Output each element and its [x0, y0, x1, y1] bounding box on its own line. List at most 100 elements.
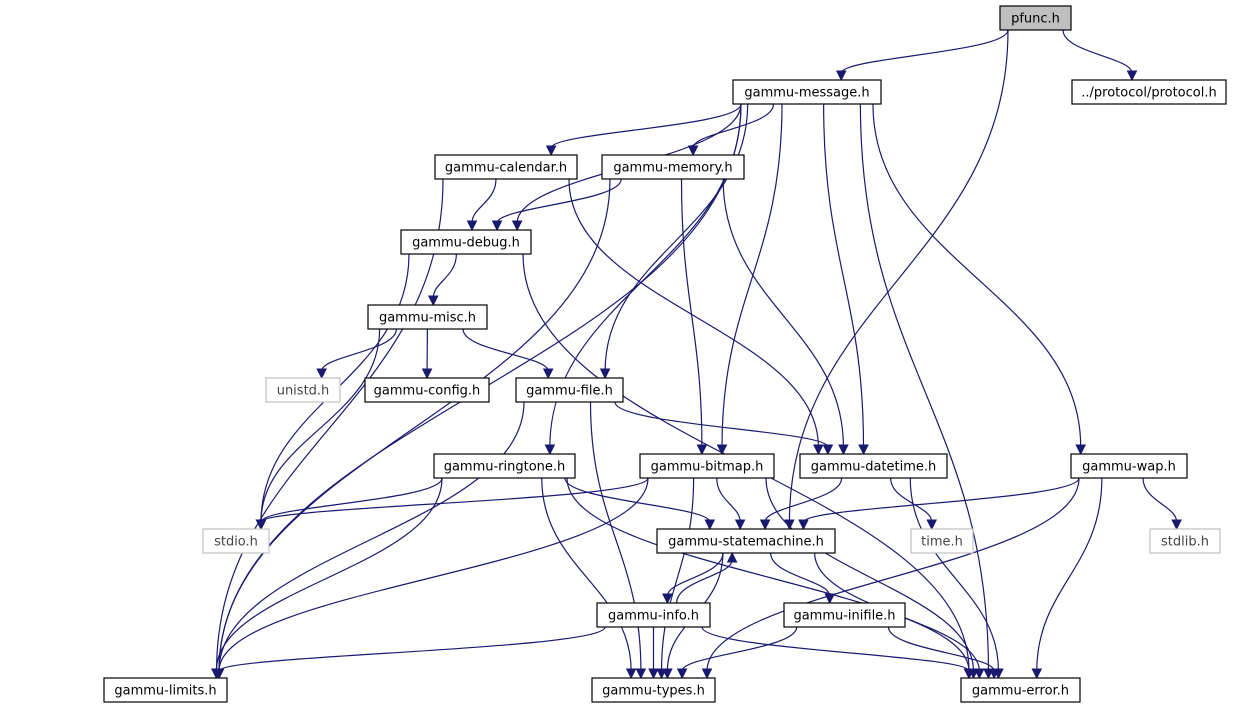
node-label-config: gammu-config.h [374, 384, 481, 399]
arrowhead-statemachine-to-error [974, 668, 985, 680]
node-statemachine[interactable]: gammu-statemachine.h [656, 528, 836, 554]
node-ringtone[interactable]: gammu-ringtone.h [433, 453, 576, 479]
edge-datetime-to-statemachine [764, 477, 843, 523]
edge-calendar-to-debug [471, 178, 497, 224]
arrowhead-message-to-debug [511, 220, 523, 232]
node-label-statemachine: gammu-statemachine.h [668, 535, 824, 550]
arrowhead-message-to-wap [1075, 444, 1087, 456]
node-label-file: gammu-file.h [526, 384, 613, 399]
node-box-calendar [434, 154, 578, 180]
node-memory[interactable]: gammu-memory.h [601, 154, 745, 180]
node-box-stdio [202, 528, 270, 554]
node-label-misc: gammu-misc.h [379, 311, 476, 326]
edge-message-to-wap [872, 103, 1082, 448]
node-label-pfunc: pfunc.h [1011, 12, 1060, 27]
edge-wap-to-stdlib [1142, 477, 1178, 523]
edge-inifile-to-error [887, 626, 995, 672]
node-pfunc[interactable]: pfunc.h [999, 5, 1072, 31]
node-misc[interactable]: gammu-misc.h [367, 304, 488, 330]
edge-info-to-error [701, 626, 970, 672]
node-inifile[interactable]: gammu-inifile.h [783, 602, 906, 628]
node-box-error [960, 677, 1081, 703]
node-protocol[interactable]: ../protocol/protocol.h [1071, 79, 1227, 105]
node-label-inifile: gammu-inifile.h [793, 609, 895, 624]
edge-wap-to-error [1036, 477, 1103, 672]
edge-message-to-error [859, 103, 990, 672]
edge-ringtone-to-error [566, 477, 970, 672]
edge-misc-to-unistd [321, 328, 397, 372]
node-info[interactable]: gammu-info.h [596, 602, 711, 628]
node-box-limits [103, 677, 228, 703]
node-error[interactable]: gammu-error.h [960, 677, 1081, 703]
arrowhead-pfunc-to-statemachine [784, 519, 795, 531]
node-label-info: gammu-info.h [608, 609, 699, 624]
edge-memory-to-limits [218, 178, 611, 672]
node-unistd: unistd.h [265, 377, 341, 403]
arrowhead-wap-to-types [701, 668, 713, 680]
edge-wap-to-types [706, 477, 1080, 672]
edge-bitmap-to-limits [218, 477, 649, 672]
node-box-misc [367, 304, 488, 330]
edge-datetime-to-time [890, 477, 933, 523]
node-types[interactable]: gammu-types.h [591, 677, 716, 703]
edge-datetime-to-error [909, 477, 1000, 672]
node-box-memory [601, 154, 745, 180]
node-label-ringtone: gammu-ringtone.h [444, 460, 566, 475]
arrowhead-bitmap-to-statemachine [734, 519, 746, 531]
node-label-datetime: gammu-datetime.h [811, 460, 937, 475]
node-box-types [591, 677, 716, 703]
edge-ringtone-to-types [541, 477, 632, 672]
arrowhead-pfunc-to-protocol [1126, 70, 1138, 82]
arrowhead-inifile-to-types [676, 668, 688, 680]
edges-layer [211, 29, 1182, 680]
edge-file-to-datetime [614, 401, 829, 448]
arrowhead-message-to-file [599, 368, 611, 380]
edge-message-to-datetime [823, 103, 865, 448]
node-wap[interactable]: gammu-wap.h [1070, 453, 1188, 479]
edge-file-to-limits [218, 401, 525, 672]
arrowhead-message-to-calendar [545, 145, 557, 157]
node-label-protocol: ../protocol/protocol.h [1081, 86, 1216, 101]
edge-ringtone-to-limits [215, 477, 443, 672]
arrowhead-bitmap-to-stdio [255, 519, 267, 531]
node-debug[interactable]: gammu-debug.h [400, 229, 532, 255]
edge-message-to-calendar [550, 103, 742, 149]
node-time: time.h [910, 528, 974, 554]
edge-message-to-memory [692, 103, 775, 149]
node-box-datetime [799, 453, 948, 479]
arrowhead-wap-to-stdlib [1171, 519, 1182, 531]
node-bitmap[interactable]: gammu-bitmap.h [639, 453, 775, 479]
node-label-stdio: stdio.h [214, 535, 258, 550]
arrowhead-ringtone-to-types [625, 668, 637, 680]
node-box-info [596, 602, 711, 628]
edge-misc-to-stdio [260, 328, 381, 523]
node-limits[interactable]: gammu-limits.h [103, 677, 228, 703]
edge-info-to-limits [218, 626, 606, 672]
node-label-limits: gammu-limits.h [114, 684, 216, 699]
node-label-calendar: gammu-calendar.h [445, 161, 567, 176]
edge-misc-to-file [462, 328, 549, 372]
node-label-message: gammu-message.h [744, 86, 869, 101]
edge-inifile-to-types [681, 626, 798, 672]
node-datetime[interactable]: gammu-datetime.h [799, 453, 948, 479]
node-label-wap: gammu-wap.h [1082, 460, 1176, 475]
node-box-file [515, 377, 624, 403]
node-label-bitmap: gammu-bitmap.h [651, 460, 764, 475]
edge-bitmap-to-error [765, 477, 975, 672]
node-calendar[interactable]: gammu-calendar.h [434, 154, 578, 180]
arrowhead-memory-to-bitmap [696, 444, 708, 456]
edge-ringtone-to-stdio [260, 477, 443, 523]
arrowhead-misc-to-unistd [316, 368, 327, 380]
node-config[interactable]: gammu-config.h [364, 377, 490, 403]
arrowhead-memory-to-debug [491, 220, 503, 232]
arrowhead-misc-to-file [542, 368, 554, 380]
arrowhead-inifile-to-error [988, 668, 1000, 680]
node-box-time [910, 528, 974, 554]
node-message[interactable]: gammu-message.h [732, 79, 882, 105]
edge-bitmap-to-types [660, 477, 695, 672]
edge-file-to-types [589, 401, 642, 672]
node-file[interactable]: gammu-file.h [515, 377, 624, 403]
edge-bitmap-to-stdio [260, 477, 649, 523]
node-stdio: stdio.h [202, 528, 270, 554]
